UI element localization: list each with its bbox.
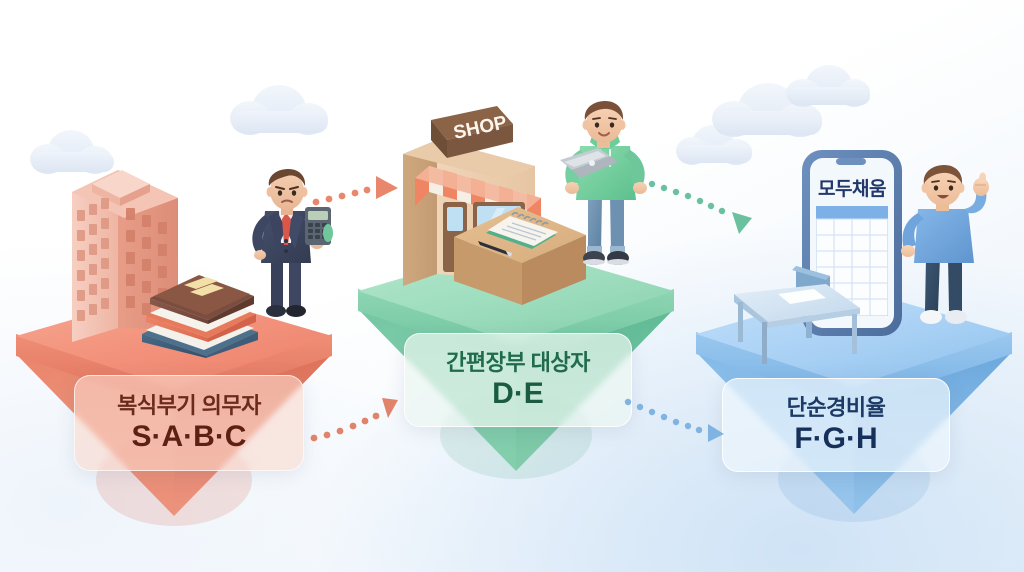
- stage-1-label-card: 복식부기 의무자 S·A·B·C: [74, 375, 304, 471]
- arrow-upper-2: [648, 180, 752, 234]
- phone-screen-title: 모두채움: [818, 179, 886, 200]
- office-desk-with-chair: [700, 252, 880, 372]
- stage-3-label-card: 단순경비율 F·G·H: [722, 378, 950, 472]
- thumbs-up: [973, 172, 989, 196]
- stage-2-code: D·E: [492, 376, 544, 410]
- stage-1-title: 복식부기 의무자: [117, 392, 261, 418]
- arrow-upper-1: [312, 176, 398, 206]
- wooden-desk: [450, 205, 590, 315]
- stage-1-code: S·A·B·C: [131, 419, 247, 453]
- arrow-lower-2: [624, 398, 724, 442]
- businessman-with-calculator: [243, 167, 335, 327]
- stage-2-label-card: 간편장부 대상자 D·E: [404, 333, 632, 427]
- man-giving-thumbs-up: [900, 165, 992, 337]
- office-building: [66, 160, 186, 350]
- stage-2-title: 간편장부 대상자: [446, 349, 590, 375]
- arrow-lower-1: [310, 398, 398, 442]
- stage-3-title: 단순경비율: [786, 394, 886, 420]
- cloud-right-top: [786, 65, 872, 107]
- accounting-books: [128, 258, 268, 358]
- young-man-with-laptop: [558, 100, 658, 280]
- cloud-left: [30, 130, 116, 174]
- stage-3-code: F·G·H: [794, 421, 878, 455]
- cloud-mid-left: [230, 85, 330, 135]
- cloud-right-mid: [712, 83, 824, 137]
